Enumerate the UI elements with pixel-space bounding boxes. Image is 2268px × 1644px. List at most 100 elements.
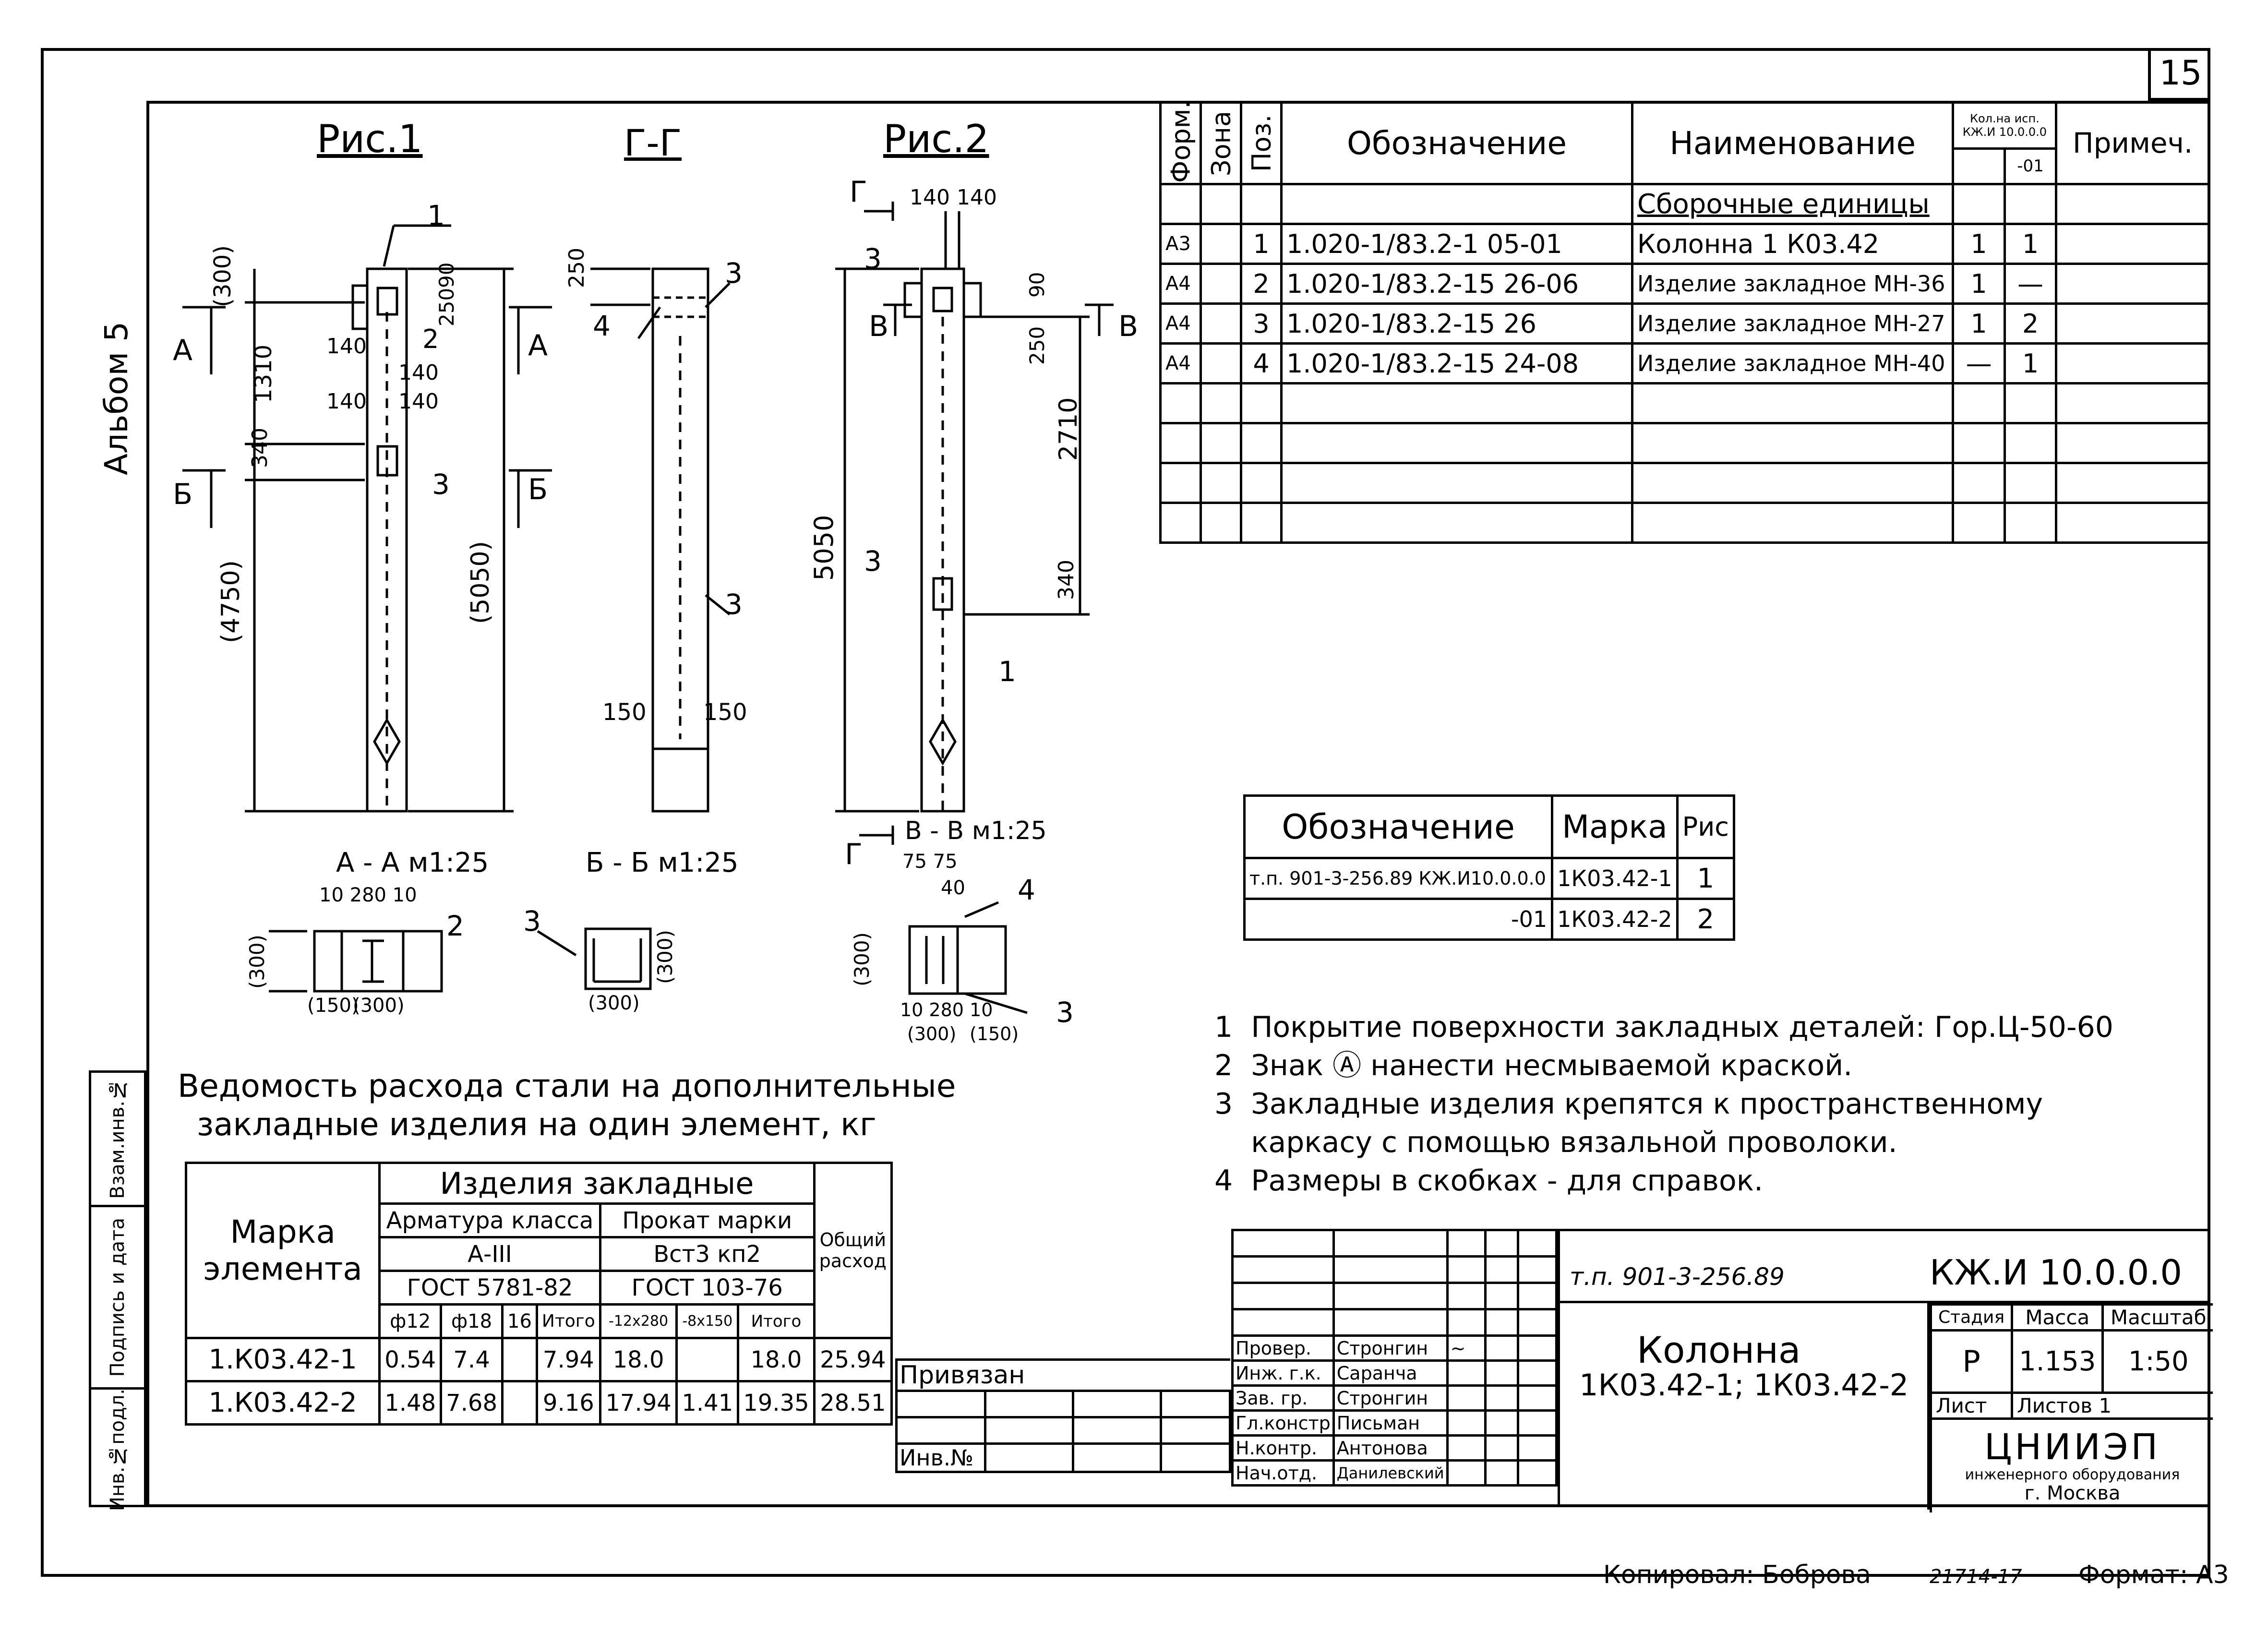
steel-row-mark: 1.К03.42-1 — [184, 1337, 381, 1382]
col-pos: Поз. — [1241, 102, 1282, 184]
dim-140-a: 140 — [326, 334, 367, 359]
left-approval-strip: Взам.инв.№ Подпись и дата Инв.№подл. — [89, 1070, 146, 1511]
signature — [1446, 1384, 1487, 1412]
steel-cell: 1.41 — [675, 1380, 740, 1426]
col-zone: Зона — [1200, 102, 1241, 184]
cell-q2: — — [2003, 263, 2058, 305]
inv-label: Инв.№ — [895, 1442, 986, 1473]
mark-table: Обозначение Марка Рис т.п. 901-3-256.89 … — [1243, 794, 1736, 941]
strip-cell: Взам.инв.№ — [91, 1073, 144, 1207]
organization-name: ЦНИИЭП — [1984, 1427, 2161, 1468]
mark-row: т.п. 901-3-256.89 КЖ.И10.0.0.0 1К03.42-1… — [1243, 857, 1736, 900]
dim-140-d: 140 — [398, 389, 439, 414]
signer-row: Инж. г.к. Саранча — [1231, 1359, 1558, 1387]
col-qty-sub: -01 — [2003, 147, 2058, 186]
cell-name: Колонна 1 К03.42 — [1631, 223, 1955, 265]
cell-q1: 1 — [1952, 263, 2006, 305]
pos-3-gg-top: 3 — [725, 257, 743, 289]
steel-sub-col: Итого — [737, 1303, 816, 1339]
binding-label: Привязан — [895, 1358, 1230, 1392]
steel-col-items: Изделия закладные — [378, 1162, 816, 1205]
steel-cell — [501, 1337, 538, 1382]
signer-row: Провер. Стронгин ~ — [1231, 1334, 1558, 1362]
strip-inv-replace: Взам.инв.№ — [107, 1079, 129, 1199]
dim-4750: (4750) — [216, 560, 245, 643]
steel-row-total: 25.94 — [813, 1337, 893, 1382]
fig1-embedded-part-2 — [376, 287, 398, 316]
strip-signature-date: Подпись и дата — [107, 1217, 129, 1377]
cell-designation: 1.020-1/83.2-15 26-06 — [1280, 263, 1633, 305]
binding-block: Привязан Инв.№ — [895, 1358, 1231, 1473]
signature — [1446, 1409, 1487, 1437]
steel-row: 1.К03.42-1 0.54 7.4 7.94 18.0 18.0 25.94 — [184, 1337, 893, 1382]
signer-role: Зав. гр. — [1231, 1384, 1335, 1412]
scale-value: 1:50 — [2101, 1329, 2213, 1394]
pos-3-fig2-top: 3 — [864, 242, 882, 275]
signature: ~ — [1446, 1334, 1487, 1362]
mass-value: 1.153 — [2011, 1329, 2104, 1394]
stamp-title-cell: Колонна 1К03.42-1; 1К03.42-2 — [1560, 1303, 1930, 1510]
steel-cell — [675, 1337, 740, 1382]
steel-title-line1: Ведомость расхода стали на дополнительны… — [178, 1068, 956, 1104]
steel-cell: 7.94 — [535, 1337, 601, 1382]
cell-pos: 2 — [1240, 263, 1283, 305]
signer-role: Нач.отд. — [1231, 1459, 1335, 1487]
steel-rebar-class: А-III — [378, 1236, 601, 1272]
cell-name: Изделие закладное МН-36 — [1631, 263, 1955, 305]
specification-table: Форм. Зона Поз. Обозначение Наименование… — [1159, 101, 2210, 544]
fig1-title: Рис.1 — [317, 117, 423, 161]
cell-pos: 4 — [1240, 342, 1283, 384]
col-name: Наименование — [1631, 101, 1955, 185]
steel-col-mark: Марка элемента — [184, 1162, 381, 1339]
signer-row: Гл.констр Письман — [1231, 1409, 1558, 1437]
strip-cell: Подпись и дата — [91, 1207, 144, 1390]
section-b-right: Б — [528, 473, 548, 506]
cell-q2: 1 — [2003, 342, 2058, 384]
signature — [1446, 1359, 1487, 1387]
steel-sub-col: Итого — [535, 1303, 601, 1339]
strip-cell: Инв.№подл. — [91, 1389, 144, 1511]
steel-cell: 19.35 — [737, 1380, 816, 1426]
doc-mark: КЖ.И 10.0.0.0 — [1930, 1252, 2183, 1293]
pos-3-gg-bottom: 3 — [725, 588, 743, 621]
dim-250-fig1: 250 — [435, 288, 458, 326]
dim-140-b: 140 — [326, 389, 367, 414]
mark-col-mark: Марка — [1551, 794, 1679, 859]
dim-90-fig2: 90 — [1025, 272, 1049, 298]
organization-subtitle: инженерного оборудования — [1965, 1466, 2180, 1484]
stamp-block: т.п. 901-3-256.89 КЖ.И 10.0.0.0 Колонна … — [1558, 1229, 2213, 1512]
sheets-label: Листов 1 — [2011, 1392, 2213, 1420]
dim-vv-150: (150) — [970, 1023, 1019, 1044]
cell-format: А4 — [1159, 263, 1202, 305]
signer-name: Стронгин — [1332, 1334, 1449, 1362]
note-1: 1 Покрытие поверхности закладных деталей… — [1214, 1010, 2113, 1044]
doc-title-line1: Колонна — [1637, 1329, 1801, 1371]
steel-cell: 18.0 — [737, 1337, 816, 1382]
dim-90-fig1: 90 — [435, 262, 458, 288]
steel-row: 1.К03.42-2 1.48 7.68 9.16 17.94 1.41 19.… — [184, 1380, 893, 1426]
fig1-column-outline — [366, 267, 408, 813]
dim-vv-300-side: (300) — [850, 932, 874, 986]
signer-role: Гл.констр — [1231, 1409, 1335, 1437]
signer-name: Письман — [1332, 1409, 1449, 1437]
mark-col-designation: Обозначение — [1243, 794, 1554, 859]
dim-150-right: 150 — [703, 699, 747, 726]
fig2-embedded-part-3 — [932, 287, 953, 312]
cell-format: А4 — [1159, 302, 1202, 345]
steel-rebar-class-label: Арматура класса — [378, 1202, 601, 1238]
section-b-left: Б — [173, 478, 193, 511]
bb-section-outline — [584, 927, 652, 990]
cell-q2: 1 — [2003, 223, 2058, 265]
dim-bb-300: (300) — [588, 992, 640, 1014]
gg-column-outline — [651, 267, 709, 813]
col-format: Форм. — [1160, 102, 1201, 184]
section-a-left: А — [173, 334, 193, 367]
stamp-code-row: т.п. 901-3-256.89 КЖ.И 10.0.0.0 — [1560, 1231, 2210, 1303]
pos-2-fig1: 2 — [422, 324, 439, 354]
steel-cell — [501, 1380, 538, 1426]
cell-pos: 1 — [1240, 223, 1283, 265]
signature — [1446, 1459, 1487, 1487]
col-designation: Обозначение — [1280, 101, 1633, 185]
stage-label: Стадия — [1929, 1303, 2014, 1332]
mark-cell-mark: 1К03.42-1 — [1551, 857, 1679, 900]
